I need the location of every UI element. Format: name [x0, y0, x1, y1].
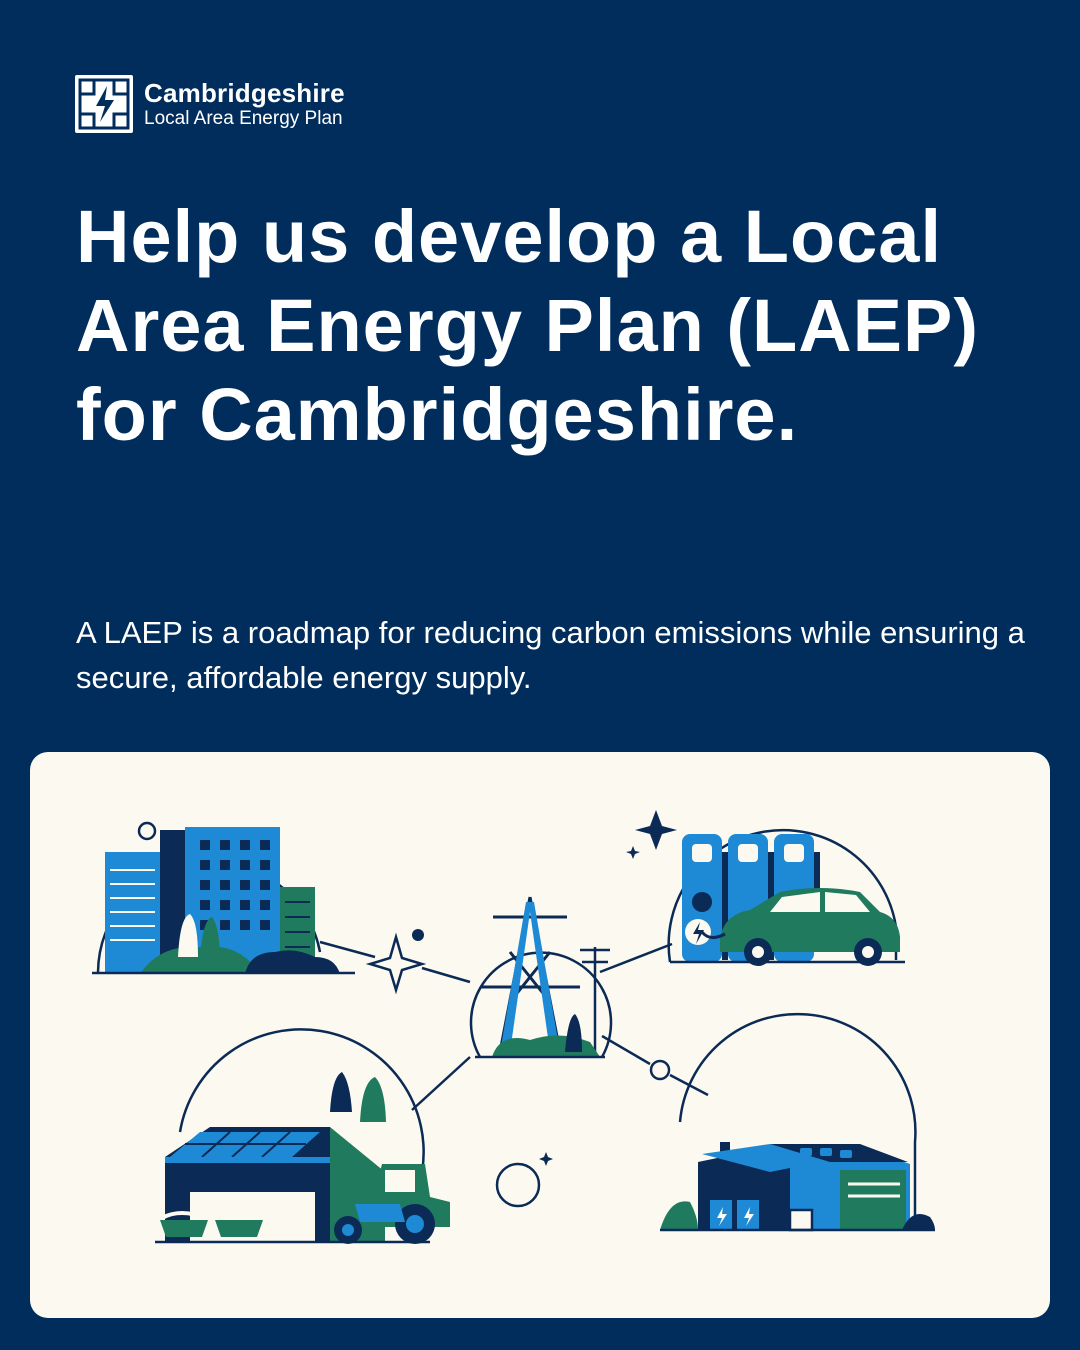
brand-header: Cambridgeshire Local Area Energy Plan — [74, 74, 345, 134]
sparkle-icon — [635, 810, 677, 850]
sparkle-icon — [365, 932, 427, 995]
energy-network-illustration — [92, 810, 935, 1244]
dot-icon — [412, 929, 424, 941]
laep-logo-icon — [75, 75, 133, 133]
power-pylon-scene — [469, 896, 613, 1059]
ring-icon — [495, 1162, 541, 1208]
ring-icon — [649, 1059, 671, 1081]
city-buildings-scene — [92, 827, 355, 975]
ev-charging-scene — [667, 828, 905, 966]
page-title: Help us develop a Local Area Energy Plan… — [76, 195, 980, 456]
brand-name: Cambridgeshire — [144, 78, 345, 108]
brand-text: Cambridgeshire Local Area Energy Plan — [144, 78, 345, 130]
industrial-building-scene — [660, 1012, 935, 1232]
intro-text: A LAEP is a roadmap for reducing carbon … — [76, 615, 1025, 695]
sparkle-icon — [626, 846, 640, 859]
tractor-icon — [330, 1164, 450, 1244]
solar-farm-scene — [155, 1028, 450, 1244]
illustration-card — [30, 752, 1050, 1318]
sparkle-icon — [539, 1152, 553, 1166]
ring-icon — [137, 821, 157, 841]
brand-subtitle: Local Area Energy Plan — [144, 108, 343, 129]
